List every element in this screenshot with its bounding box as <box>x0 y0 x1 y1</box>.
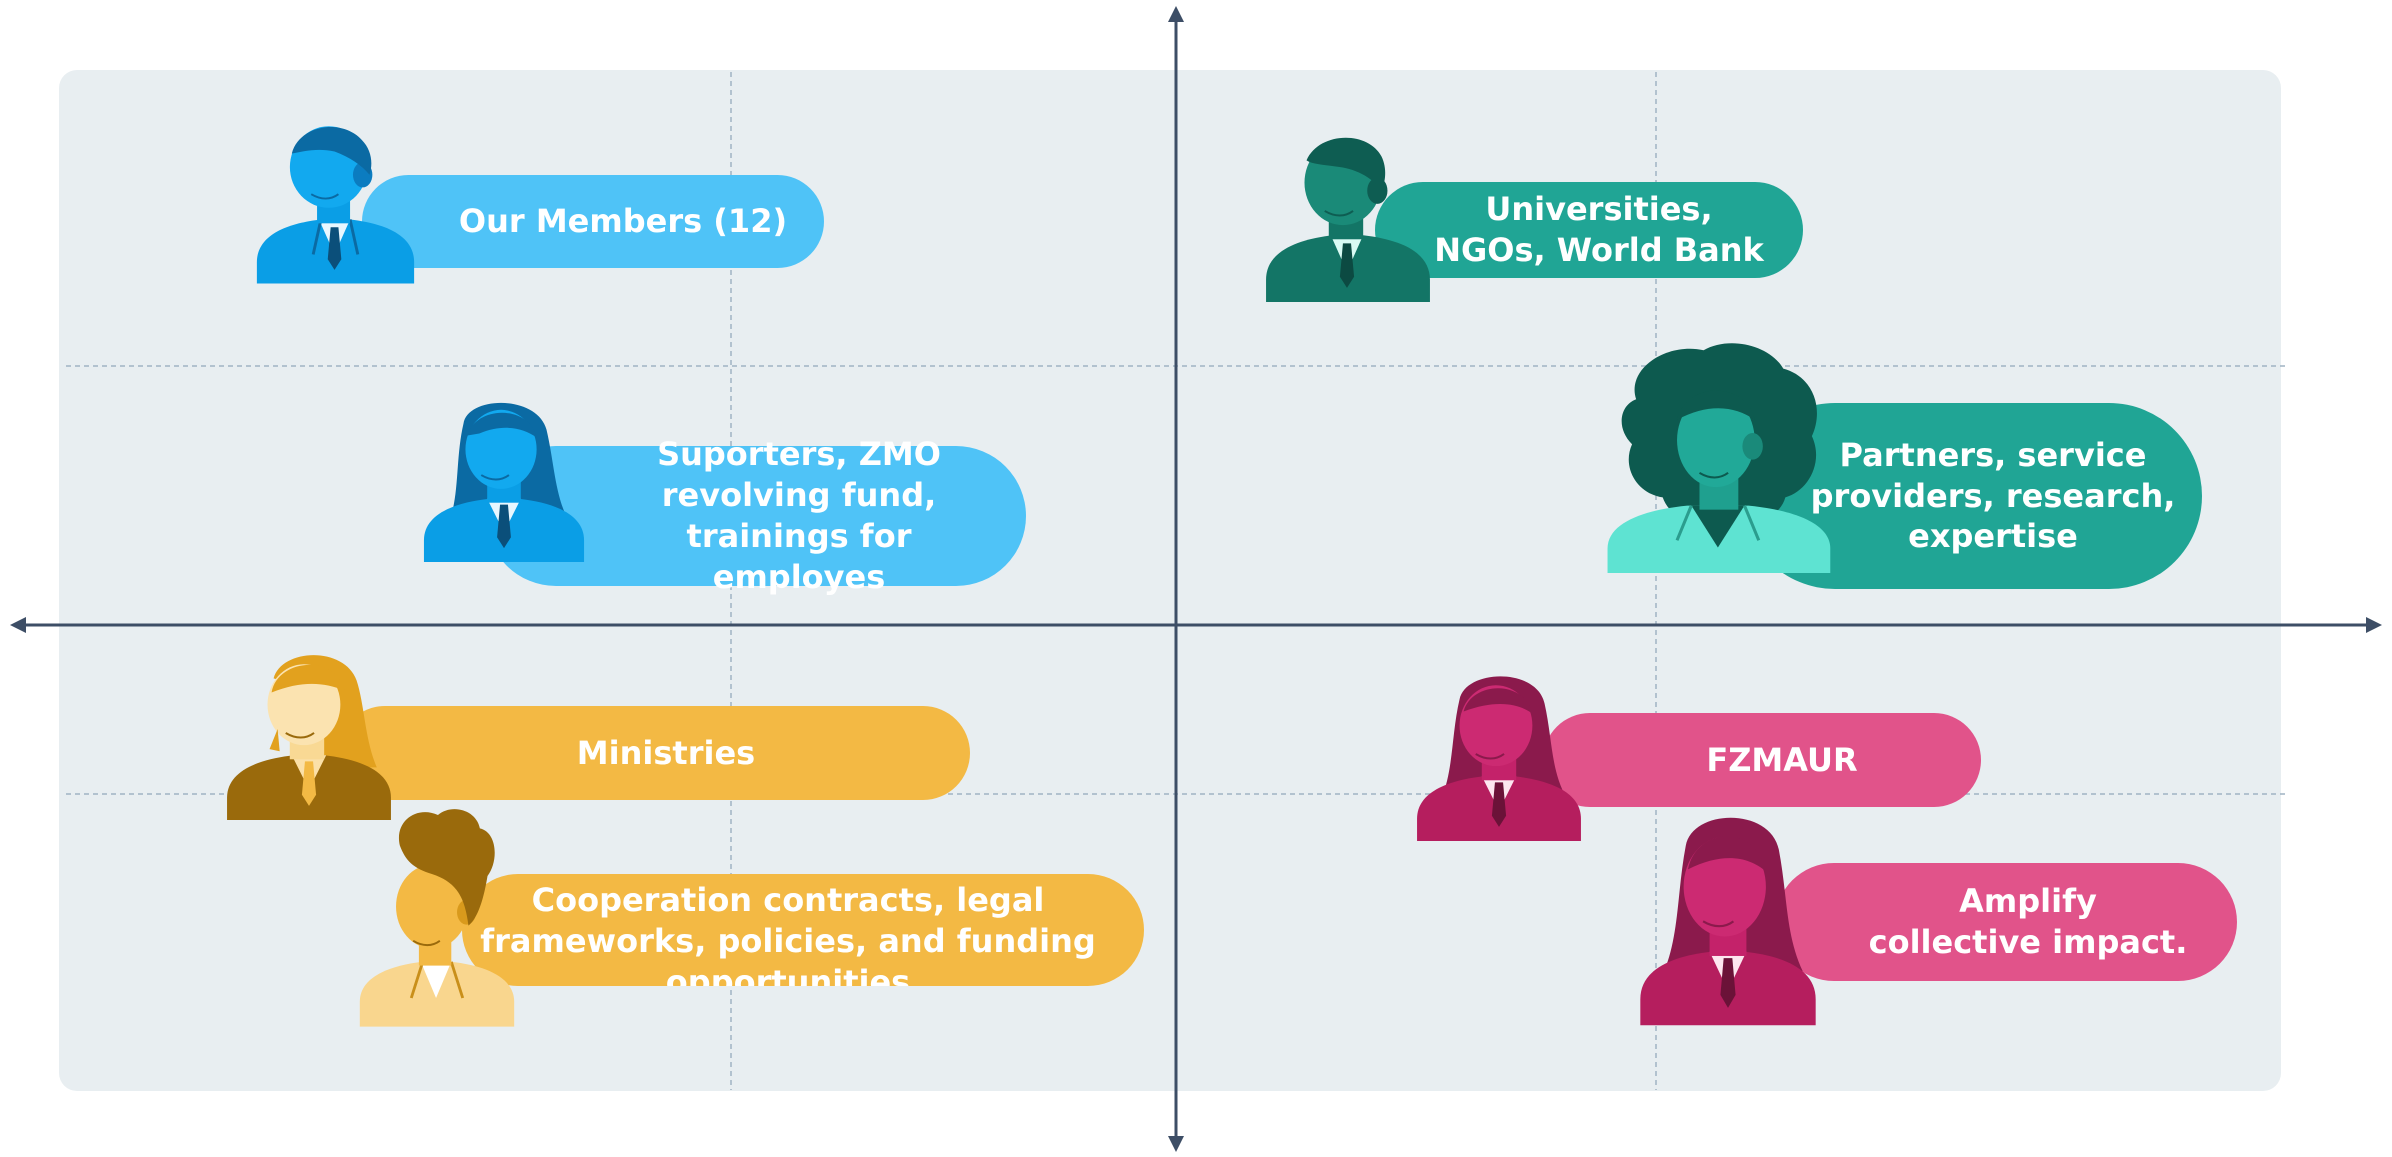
stakeholder-pill-universities: Universities, NGOs, World Bank <box>1375 182 1803 278</box>
woman-avatar-icon <box>1417 676 1581 841</box>
woman-avatar-icon <box>1640 817 1816 1026</box>
stakeholder-label: Amplify collective impact. <box>1868 882 2188 961</box>
woman-avatar-icon <box>423 402 585 562</box>
woman-avatar-icon <box>227 655 391 820</box>
stakeholder-pill-fzmaur: FZMAUR <box>1543 713 1981 807</box>
stakeholder-label: Cooperation contracts, legal frameworks,… <box>480 881 1096 986</box>
stakeholder-pill-cooperation: Cooperation contracts, legal frameworks,… <box>462 874 1144 986</box>
man-avatar-icon <box>1266 137 1430 302</box>
man-avatar-icon <box>256 126 415 284</box>
curly-hair-avatar-icon <box>1607 343 1831 573</box>
man-avatar-icon <box>359 809 515 1027</box>
axis-arrow-bottom <box>1168 1136 1184 1152</box>
stakeholder-pill-ministries: Ministries <box>338 706 970 800</box>
stakeholder-pill-partners: Partners, service providers, research, e… <box>1742 403 2202 589</box>
axis-arrow-top <box>1168 6 1184 22</box>
stakeholder-label: FZMAUR <box>1706 740 1858 779</box>
stakeholder-pill-supporters: Suporters, ZMO revolving fund, trainings… <box>486 435 1026 596</box>
axis-arrow-left <box>10 617 26 633</box>
stakeholder-label: Suporters, ZMO revolving fund, trainings… <box>657 435 941 596</box>
stakeholder-pill-our-members: Our Members (12) <box>362 175 824 268</box>
stakeholder-label: Ministries <box>576 733 756 772</box>
stakeholder-label: Our Members (12) <box>458 202 788 241</box>
stakeholder-label: Partners, service providers, research, e… <box>1810 435 2176 556</box>
stakeholder-label: Universities, NGOs, World Bank <box>1434 190 1764 269</box>
stakeholder-pill-amplify: Amplify collective impact. <box>1775 863 2237 981</box>
axis-arrow-right <box>2366 617 2382 633</box>
